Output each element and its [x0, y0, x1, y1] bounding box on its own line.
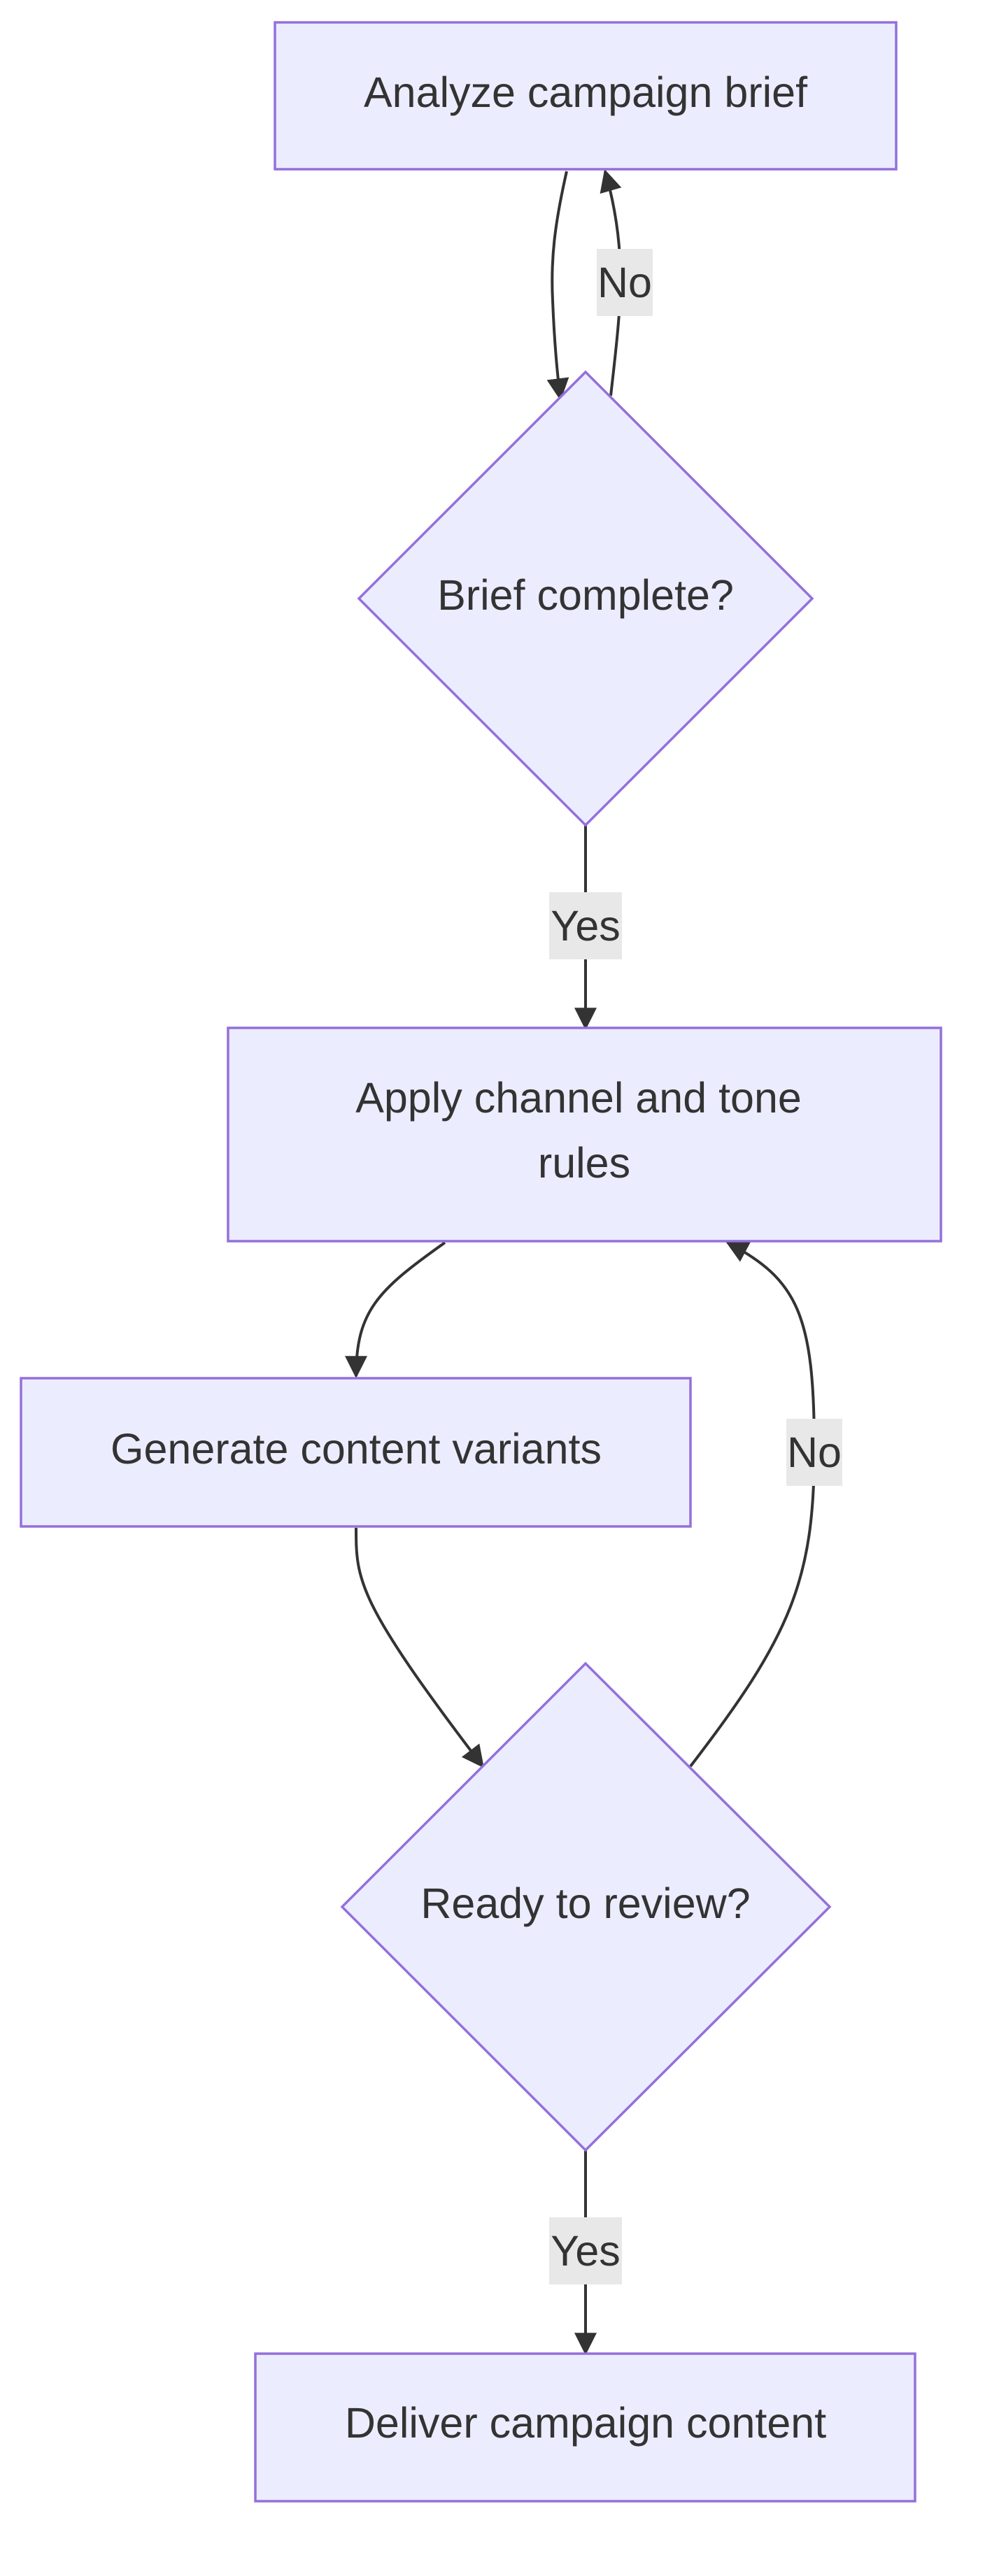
node-ready-to-review-diamond — [340, 1661, 832, 2152]
nodes-layer: Analyze campaign brief Brief complete? A… — [20, 21, 942, 2503]
edge-labels-layer: No Yes No Yes — [549, 249, 842, 2284]
edge-label-brief-yes-text: Yes — [551, 902, 621, 950]
node-ready-to-review-label: Ready to review? — [420, 1880, 750, 1927]
node-apply-channel-tone-rules: Apply channel and tone rules — [227, 1026, 942, 1243]
node-generate-content-variants-box — [20, 1377, 692, 1528]
edge-analyze-to-brief-check — [546, 171, 569, 401]
edge-label-review-yes-bg — [549, 2217, 622, 2284]
edge-label-brief-no-bg — [597, 249, 653, 316]
node-apply-channel-tone-rules-box — [227, 1026, 942, 1243]
edge-apply-rules-to-generate — [345, 1241, 446, 1379]
edge-label-brief-yes: Yes — [549, 892, 622, 959]
edge-label-brief-no-text: No — [597, 259, 652, 306]
node-apply-channel-tone-rules-label-line1: Apply channel and tone — [355, 1074, 802, 1122]
node-analyze-campaign-brief: Analyze campaign brief — [274, 21, 898, 171]
node-generate-content-variants-label: Generate content variants — [111, 1425, 602, 1473]
node-brief-complete-diamond — [357, 370, 814, 827]
node-analyze-campaign-brief-label: Analyze campaign brief — [364, 69, 808, 116]
node-brief-complete-decision: Brief complete? — [357, 370, 814, 827]
node-analyze-campaign-brief-box — [274, 21, 898, 171]
node-deliver-campaign-content-label: Deliver campaign content — [345, 2399, 826, 2447]
node-apply-channel-tone-rules-label-line2: rules — [538, 1139, 630, 1187]
edge-label-review-no-text: No — [787, 1429, 842, 1476]
edge-generate-to-review-check — [355, 1527, 484, 1768]
edge-label-brief-yes-bg — [549, 892, 622, 959]
edge-label-review-yes: Yes — [549, 2217, 622, 2284]
node-brief-complete-label: Brief complete? — [437, 571, 734, 619]
edge-label-review-no: No — [786, 1419, 842, 1486]
node-deliver-campaign-content-box — [254, 2352, 916, 2503]
edge-label-review-yes-text: Yes — [551, 2227, 621, 2275]
node-ready-to-review-decision: Ready to review? — [340, 1661, 832, 2152]
edge-review-check-no-to-apply-rules — [689, 1241, 816, 1768]
edge-label-review-no-bg — [786, 1419, 842, 1486]
node-deliver-campaign-content: Deliver campaign content — [254, 2352, 916, 2503]
node-generate-content-variants: Generate content variants — [20, 1377, 692, 1528]
edge-label-brief-no: No — [597, 249, 653, 316]
